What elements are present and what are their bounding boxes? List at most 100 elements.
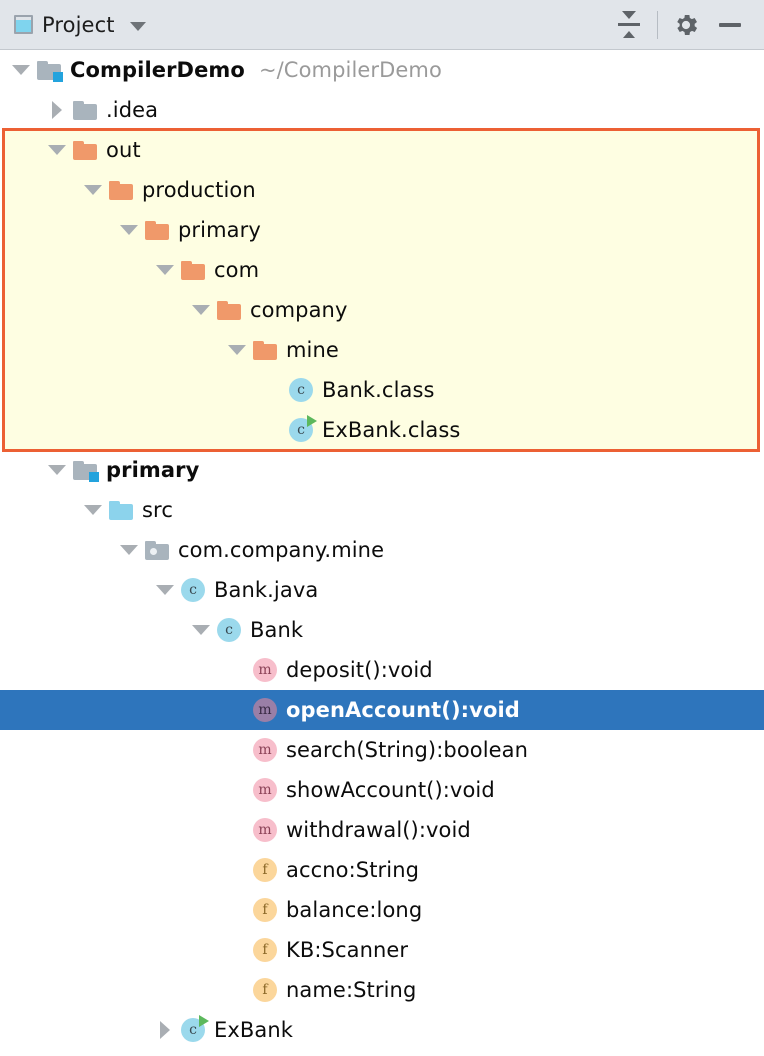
package-icon [142, 540, 172, 560]
expand-triangle-down-icon[interactable] [152, 585, 178, 595]
tool-window-actions [607, 3, 752, 47]
tool-window-title: Project [42, 12, 115, 37]
tree-node-company[interactable]: company [0, 290, 764, 330]
tree-node-label: production [142, 178, 256, 202]
method-icon: m [250, 818, 280, 842]
tree-node-path-hint: ~/CompilerDemo [258, 58, 442, 82]
folder-gray-icon [70, 100, 100, 120]
field-icon: f [250, 978, 280, 1002]
tree-node-label: KB:Scanner [286, 938, 409, 962]
tree-node-label: src [142, 498, 173, 522]
settings-button[interactable] [664, 3, 708, 47]
tree-node-label: search(String):boolean [286, 738, 529, 762]
folder-orange-icon [178, 260, 208, 280]
tree-node-production[interactable]: production [0, 170, 764, 210]
toolbar-divider [657, 10, 658, 39]
expand-triangle-down-icon[interactable] [116, 225, 142, 235]
expand-triangle-down-icon[interactable] [152, 265, 178, 275]
method-icon: m [250, 738, 280, 762]
tree-node-primary[interactable]: primary [0, 450, 764, 490]
tool-window-header: Project [0, 0, 764, 50]
run-arrow-icon [307, 415, 317, 427]
tree-node-label: Bank [250, 618, 304, 642]
collapse-all-button[interactable] [607, 3, 651, 47]
module-badge-icon [53, 71, 63, 82]
tree-node-label: showAccount():void [286, 778, 495, 802]
tree-node-com[interactable]: com [0, 250, 764, 290]
field-icon: f [250, 898, 280, 922]
tree-node-label: openAccount():void [286, 698, 520, 722]
hide-button[interactable] [708, 3, 752, 47]
tree-node-label: com [214, 258, 260, 282]
expand-triangle-down-icon[interactable] [80, 185, 106, 195]
class-icon: c [178, 578, 208, 602]
minimize-icon [719, 22, 741, 27]
expand-triangle-right-icon[interactable] [44, 101, 70, 119]
gear-icon [677, 14, 698, 35]
folder-orange-icon [106, 180, 136, 200]
expand-triangle-down-icon[interactable] [44, 145, 70, 155]
tree-node-label: ExBank.class [322, 418, 461, 442]
tree-node-idea[interactable]: .idea [0, 90, 764, 130]
folder-orange-icon [250, 340, 280, 360]
expand-triangle-down-icon[interactable] [188, 625, 214, 635]
tree-node-label: mine [286, 338, 339, 362]
collapse-all-icon [616, 10, 642, 39]
tree-node-label: company [250, 298, 348, 322]
expand-triangle-down-icon[interactable] [8, 65, 34, 75]
tree-node-label: deposit():void [286, 658, 433, 682]
tree-node-label: primary [178, 218, 261, 242]
expand-triangle-down-icon[interactable] [116, 545, 142, 555]
tree-node-label: Bank.class [322, 378, 435, 402]
tree-node-label: balance:long [286, 898, 423, 922]
tree-node-label: name:String [286, 978, 417, 1002]
field-icon: f [250, 858, 280, 882]
tree-node-src[interactable]: src [0, 490, 764, 530]
tree-node-mine[interactable]: mine [0, 330, 764, 370]
tree-node-label: CompilerDemo [70, 58, 245, 82]
module-folder-icon [70, 460, 100, 482]
run-arrow-icon [199, 1015, 209, 1027]
tree-node-label: com.company.mine [178, 538, 385, 562]
tree-node-package[interactable]: com.company.mine [0, 530, 764, 570]
chevron-down-icon[interactable] [129, 21, 146, 31]
source-folder-icon [106, 500, 136, 520]
folder-orange-icon [142, 220, 172, 240]
expand-triangle-down-icon[interactable] [80, 505, 106, 515]
tree-node-label: Bank.java [214, 578, 319, 602]
expand-triangle-down-icon[interactable] [224, 345, 250, 355]
tree-node-compilerdemo[interactable]: CompilerDemo ~/CompilerDemo [0, 50, 764, 90]
folder-orange-icon [214, 300, 244, 320]
expand-triangle-down-icon[interactable] [44, 465, 70, 475]
tool-window-selector[interactable]: Project [14, 13, 607, 37]
folder-orange-icon [70, 140, 100, 160]
module-folder-icon [34, 60, 64, 82]
expand-triangle-right-icon[interactable] [152, 1021, 178, 1039]
class-icon: c [286, 378, 316, 402]
tree-node-out[interactable]: out [0, 130, 764, 170]
expand-triangle-down-icon[interactable] [188, 305, 214, 315]
tree-node-out-primary[interactable]: primary [0, 210, 764, 250]
tree-node-label: accno:String [286, 858, 420, 882]
tree-node-label: withdrawal():void [286, 818, 471, 842]
tree-node-label: ExBank [214, 1018, 294, 1042]
project-window-icon [14, 15, 33, 34]
method-icon: m [250, 658, 280, 682]
module-badge-icon [89, 471, 99, 482]
